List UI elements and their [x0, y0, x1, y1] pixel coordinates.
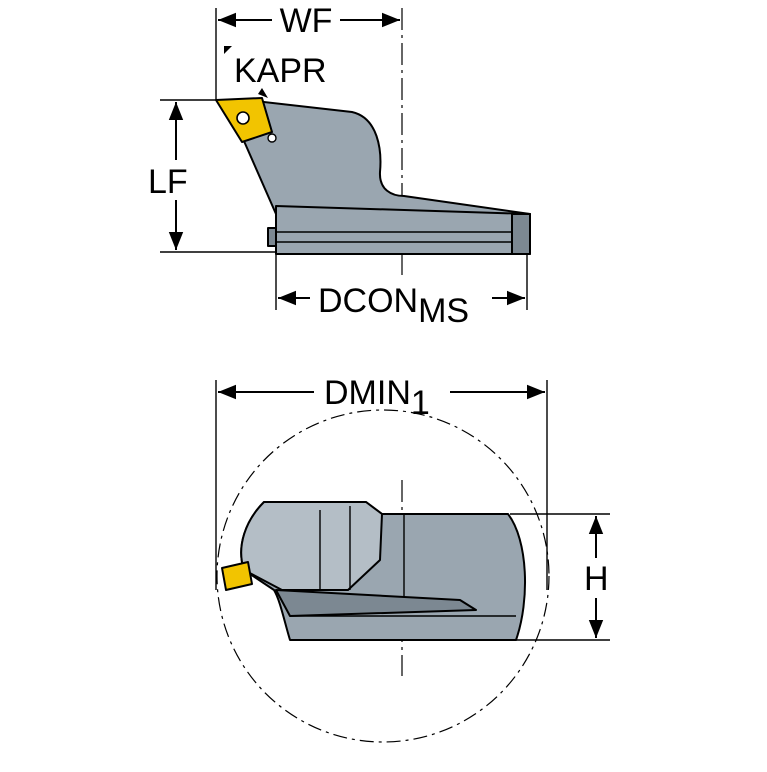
holder-head — [240, 501, 383, 591]
holder-shank — [275, 205, 531, 255]
h-label: H — [584, 560, 609, 598]
kapr-arrow-left — [224, 46, 232, 54]
dcon-label: DCONMS — [318, 282, 469, 330]
shank-stub — [267, 227, 277, 247]
shank-ridge — [275, 589, 477, 617]
kapr-label: KAPR — [234, 52, 327, 90]
wf-label: WF — [280, 2, 333, 40]
dmin-label: DMIN1 — [324, 374, 430, 422]
kapr-arrow-right — [258, 88, 268, 98]
holder-arm — [239, 99, 531, 215]
cutting-insert-end — [221, 561, 253, 591]
front-view: DMIN1 H — [215, 374, 610, 743]
shank-end — [511, 213, 531, 255]
min-bore-circle — [216, 409, 550, 743]
lf-label: LF — [148, 163, 188, 201]
insert-screw-hole — [236, 111, 250, 125]
insert-pin — [267, 133, 277, 143]
side-view: WF KAPR LF DCONMS — [148, 2, 531, 330]
